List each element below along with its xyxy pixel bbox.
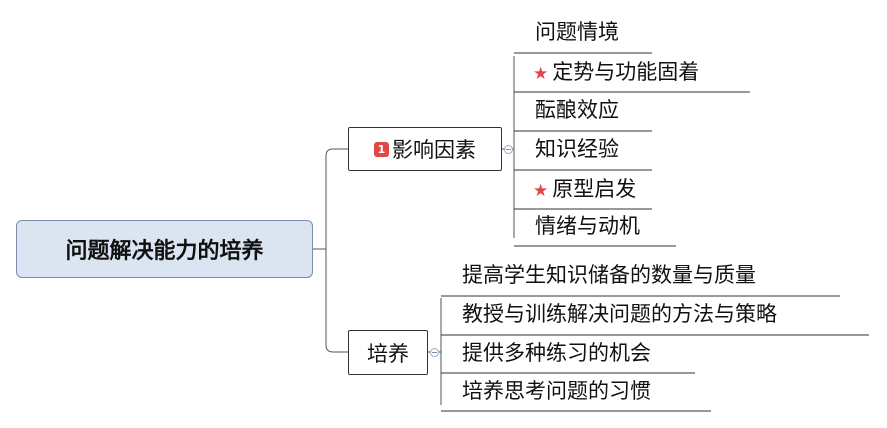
- star-icon: ★: [533, 181, 549, 201]
- leaf-topic[interactable]: 教授与训练解决问题的方法与策略: [462, 302, 777, 326]
- leaf-topic[interactable]: 问题情境: [535, 20, 619, 44]
- collapse-toggle-icon[interactable]: [430, 348, 439, 357]
- leaf-topic[interactable]: 提高学生知识储备的数量与质量: [462, 263, 756, 287]
- branch-label: 培养: [367, 341, 409, 366]
- root-topic[interactable]: 问题解决能力的培养: [16, 220, 313, 278]
- leaf-topic[interactable]: 提供多种练习的机会: [462, 341, 651, 365]
- leaf-topic[interactable]: 培养思考问题的习惯: [462, 379, 651, 403]
- collapse-toggle-icon[interactable]: [504, 145, 513, 154]
- star-icon: ★: [533, 64, 549, 84]
- branch-label: 影响因素: [392, 138, 476, 162]
- priority-1-icon: 1: [374, 141, 389, 157]
- branch-influencing-factors[interactable]: 1 影响因素: [348, 127, 502, 171]
- leaf-topic[interactable]: ★原型启发: [533, 177, 637, 201]
- leaf-topic[interactable]: ★定势与功能固着: [533, 60, 700, 84]
- leaf-topic[interactable]: 知识经验: [535, 137, 619, 161]
- branch-cultivation[interactable]: 培养: [348, 330, 428, 375]
- root-topic-label: 问题解决能力的培养: [65, 239, 264, 264]
- leaf-topic[interactable]: 情绪与动机: [535, 214, 640, 238]
- leaf-topic[interactable]: 酝酿效应: [535, 98, 619, 122]
